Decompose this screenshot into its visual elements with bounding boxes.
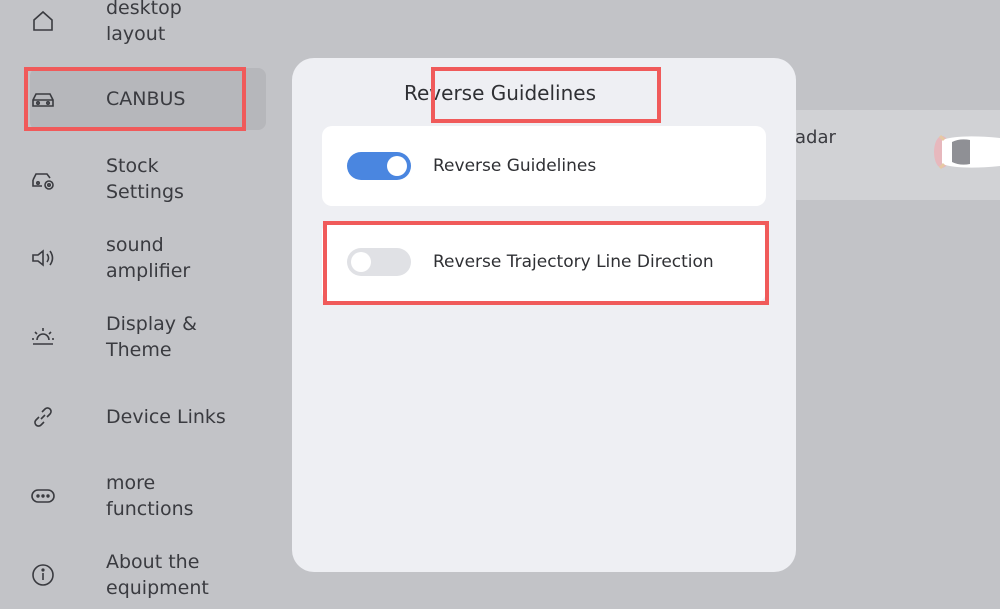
sidebar: desktop layout CANBUS Stock Settings sou…	[0, 0, 280, 609]
option-row-reverse-guidelines: Reverse Guidelines	[322, 126, 766, 206]
annotation-box-trajectory	[323, 221, 769, 305]
radar-label: adar	[795, 127, 836, 148]
annotation-box-title	[431, 67, 661, 123]
sidebar-item-display-theme[interactable]: Display & Theme	[106, 313, 197, 361]
sidebar-item-canbus[interactable]: CANBUS	[106, 88, 186, 110]
toggle-knob	[351, 252, 371, 272]
sidebar-item-device-links[interactable]: Device Links	[106, 406, 226, 428]
sidebar-item-desktop-layout[interactable]: desktop layout	[106, 0, 182, 45]
home-icon	[30, 8, 56, 34]
sidebar-item-about-equipment[interactable]: About the equipment	[106, 551, 209, 599]
toggle-knob	[387, 156, 407, 176]
option-row-reverse-trajectory: Reverse Trajectory Line Direction	[322, 222, 766, 302]
more-icon	[30, 483, 56, 509]
brightness-icon	[30, 324, 56, 350]
sidebar-item-stock-settings[interactable]: Stock Settings	[106, 155, 184, 203]
reverse-guidelines-toggle[interactable]	[347, 152, 411, 180]
speaker-icon	[30, 245, 56, 271]
link-icon	[30, 404, 56, 430]
sidebar-item-sound-amplifier[interactable]: sound amplifier	[106, 234, 191, 282]
car-settings-icon	[30, 166, 56, 192]
info-icon	[30, 562, 56, 588]
reverse-trajectory-label: Reverse Trajectory Line Direction	[433, 252, 714, 272]
car-radar-icon	[930, 130, 1000, 180]
sidebar-item-more-functions[interactable]: more functions	[106, 472, 194, 520]
annotation-box-canbus	[24, 67, 246, 131]
car-icon	[30, 86, 56, 112]
sidebar-item-canbus-highlight	[30, 68, 266, 130]
dialog-title: Reverse Guidelines	[404, 81, 596, 105]
reverse-guidelines-label: Reverse Guidelines	[433, 156, 597, 176]
reverse-trajectory-toggle[interactable]	[347, 248, 411, 276]
